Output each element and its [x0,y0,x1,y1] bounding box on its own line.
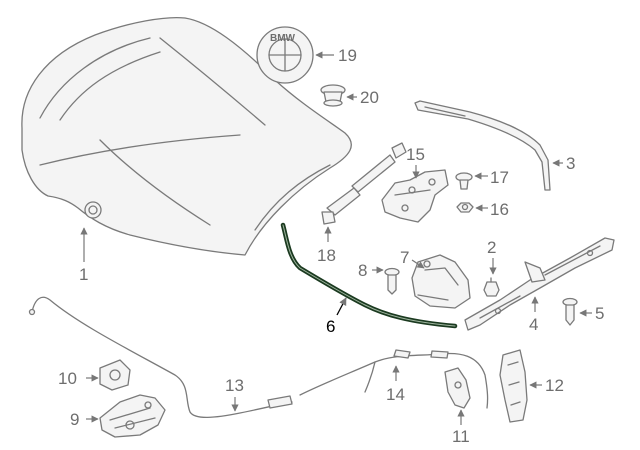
callout-12-label: 12 [545,376,564,395]
callout-11-label: 11 [452,427,470,446]
callout-13-label: 13 [225,376,244,395]
callout-20: 20 [346,88,379,107]
callout-9: 9 [70,410,99,429]
cable-front-part[interactable] [28,296,293,419]
callout-2: 2 [487,238,497,275]
rubber-seal-part[interactable] [280,222,458,329]
callout-15-label: 15 [406,145,425,164]
callout-20-label: 20 [360,88,379,107]
callout-7: 7 [400,248,425,269]
callout-19-label: 19 [338,46,357,65]
emblem-part[interactable]: BMW [256,26,314,84]
seal-strip-part[interactable] [414,100,551,191]
bolt-left-part[interactable] [384,267,400,295]
callout-15: 15 [406,145,425,179]
nut-part[interactable] [456,202,474,213]
cable-rear-part[interactable] [299,349,489,409]
callout-8: 8 [358,261,384,280]
bolt-right-part[interactable] [562,297,578,326]
emblem-logo-text: BMW [270,33,296,44]
callout-10-label: 10 [58,369,77,388]
lock-actuator-part[interactable] [99,394,166,438]
callout-1: 1 [79,227,88,284]
callout-13: 13 [225,376,244,412]
callout-3-label: 3 [566,154,575,173]
callout-1-label: 1 [79,265,88,284]
hinge-mid-part[interactable] [381,169,449,223]
callout-18-label: 18 [317,246,336,265]
gas-strut-part[interactable] [321,142,407,225]
callout-11: 11 [452,409,470,446]
hinge-left-part[interactable] [464,237,615,331]
callout-8-label: 8 [358,261,367,280]
side-bracket-part[interactable] [499,349,528,423]
clip-part[interactable] [455,172,473,190]
callout-12: 12 [529,376,564,395]
lock-plate-part[interactable] [99,359,131,391]
callout-4-label: 4 [529,315,538,334]
callout-5: 5 [579,304,604,323]
callout-17-label: 17 [490,168,509,187]
callout-16: 16 [475,200,509,219]
callout-3: 3 [552,154,575,173]
callout-7-label: 7 [400,248,409,267]
callout-2-label: 2 [487,238,496,257]
callout-14-label: 14 [386,385,405,404]
callout-4: 4 [529,296,539,334]
callout-6: 6 [326,297,347,336]
callout-9-label: 9 [70,410,79,429]
callout-16-label: 16 [490,200,509,219]
callout-6-label: 6 [326,317,335,336]
grommet-part[interactable] [320,84,346,107]
bracket-part[interactable] [411,254,471,309]
callout-10: 10 [58,369,99,388]
cable-clip-part[interactable] [483,277,500,297]
callout-5-label: 5 [595,304,604,323]
catch-part[interactable] [444,367,471,409]
callout-17: 17 [474,168,509,187]
callout-14: 14 [386,365,405,404]
callout-18: 18 [317,226,336,265]
callout-19: 19 [315,46,357,65]
